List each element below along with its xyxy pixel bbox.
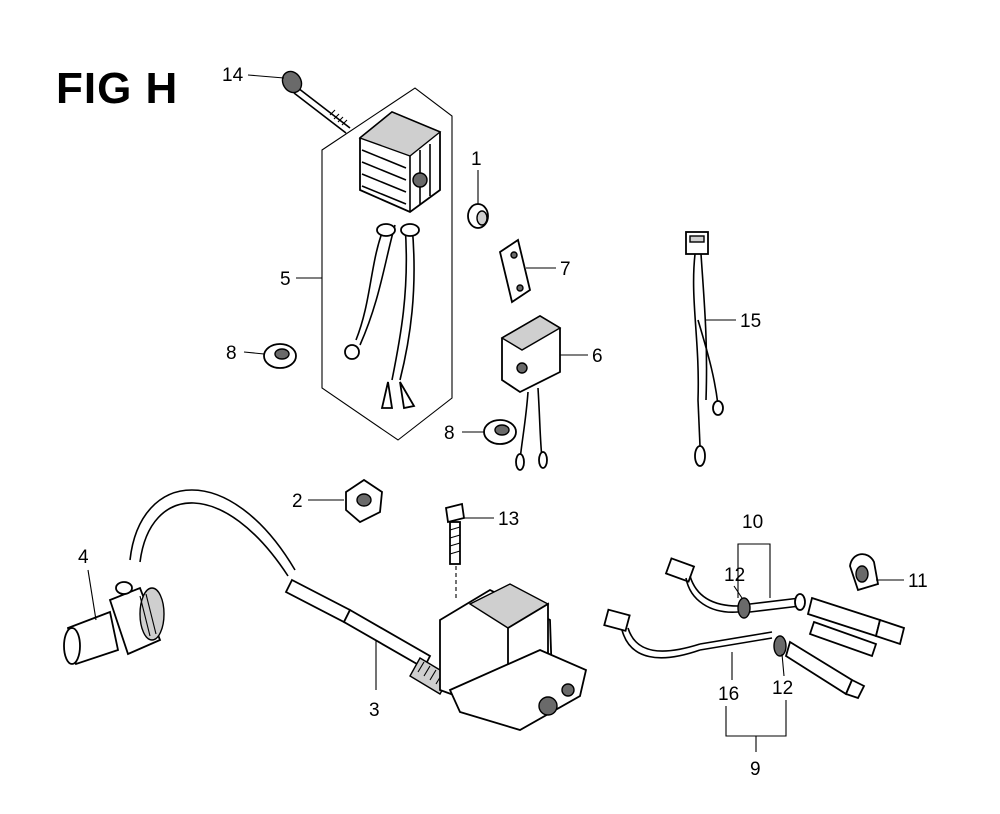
callout-label-15: 15 [740, 311, 761, 332]
callout-label-2: 2 [292, 491, 303, 512]
callout-label-12-upper: 12 [724, 565, 745, 586]
bushing-part-2 [345, 478, 383, 524]
callout-label-16: 16 [718, 684, 739, 705]
plate-part-7 [498, 238, 532, 304]
callout-label-12-lower: 12 [772, 678, 793, 699]
wire-harness-part-15 [685, 231, 724, 467]
callout-8-upper: 8 [226, 343, 265, 364]
callout-9: 9 [725, 700, 787, 780]
callout-label-10: 10 [742, 512, 763, 533]
callout-6: 6 [560, 346, 603, 367]
control-unit-part-6 [500, 314, 562, 471]
collar-part-1 [467, 203, 489, 229]
callout-label-7: 7 [560, 259, 571, 280]
callout-label-13: 13 [498, 509, 519, 530]
callout-label-5: 5 [280, 269, 291, 290]
bolt-part-13 [444, 502, 466, 600]
callout-label-14: 14 [222, 65, 244, 86]
callout-4: 4 [78, 547, 97, 621]
callouts: 14 1 7 5 8 6 8 15 [78, 65, 928, 780]
callout-12-upper: 12 [724, 565, 745, 599]
callout-12-lower: 12 [772, 653, 793, 699]
callout-10: 10 [737, 512, 771, 598]
callout-7: 7 [526, 259, 571, 280]
regulator-heatsink [358, 110, 442, 214]
callout-label-9: 9 [750, 759, 761, 780]
callout-13: 13 [464, 509, 519, 530]
callout-3: 3 [369, 640, 380, 721]
callout-label-11: 11 [908, 571, 928, 592]
clamp-part-11 [849, 553, 880, 592]
callout-label-8-upper: 8 [226, 343, 237, 364]
ignition-coil-part-3 [129, 489, 588, 731]
callout-1: 1 [471, 149, 482, 204]
callout-label-3: 3 [369, 700, 380, 721]
grommet-part-8-lower [483, 419, 517, 445]
callout-label-8-lower: 8 [444, 423, 455, 444]
callout-8-lower: 8 [444, 423, 484, 444]
grommet-part-8-upper [263, 343, 297, 369]
regulator-assembly-part-5 [321, 87, 453, 441]
bolt-part-14 [281, 70, 351, 134]
callout-14: 14 [222, 65, 285, 86]
figure-title: FIG H [56, 64, 179, 113]
callout-label-4: 4 [78, 547, 89, 568]
callout-label-1: 1 [471, 149, 482, 170]
callout-16: 16 [718, 652, 739, 705]
wire-harness-part-10 [664, 557, 906, 658]
callout-label-6: 6 [592, 346, 603, 367]
spark-plug-cap-part-4 [63, 581, 165, 666]
callout-11: 11 [876, 571, 928, 592]
wire-harness-part-16 [603, 608, 866, 700]
callout-2: 2 [292, 491, 344, 512]
callout-5: 5 [280, 269, 322, 290]
callout-15: 15 [706, 311, 761, 332]
